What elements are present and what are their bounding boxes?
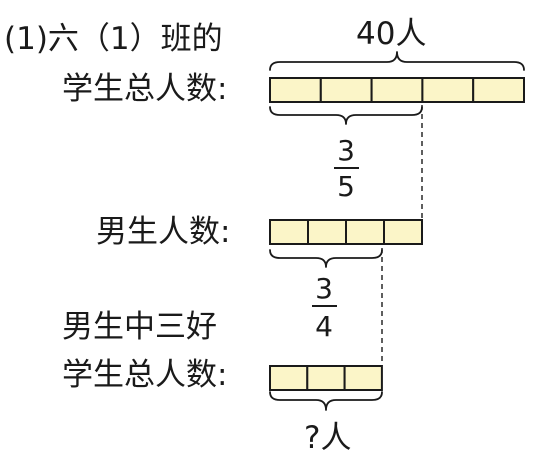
total-bar-segment <box>472 77 526 103</box>
total-label-line2: 学生总人数: <box>62 71 227 107</box>
good-students-bar-segment <box>269 365 309 391</box>
good-students-fraction-denominator: 4 <box>315 310 333 343</box>
boys-bar-segment <box>345 219 385 245</box>
good-students-fraction-brace <box>269 249 383 268</box>
boys-bar-segment <box>383 219 423 245</box>
boys-fraction-brace <box>269 106 423 125</box>
total-bar <box>269 77 526 103</box>
good-students-bar-segment <box>306 365 346 391</box>
boys-label: 男生人数: <box>96 214 230 250</box>
good-students-label-line2: 学生总人数: <box>62 357 227 393</box>
total-top-brace <box>269 51 525 71</box>
good-students-fraction-numerator: 3 <box>315 272 333 305</box>
total-value-label: 40人 <box>356 16 426 52</box>
boys-fraction-denominator: 5 <box>337 170 355 203</box>
good-students-unknown-brace <box>269 391 383 411</box>
good-students-bar-segment <box>343 365 383 391</box>
total-bar-segment <box>370 77 424 103</box>
total-label-line1: (1)六（1）班的 <box>4 21 223 57</box>
total-bar-segment <box>319 77 373 103</box>
unknown-value-label: ?人 <box>304 420 351 456</box>
boys-bar-segment <box>307 219 347 245</box>
boys-bar <box>269 219 423 245</box>
boys-bar-segment <box>269 219 309 245</box>
total-bar-segment <box>269 77 322 103</box>
good-students-bar <box>269 365 383 391</box>
total-bar-segment <box>421 77 475 103</box>
boys-fraction-numerator: 3 <box>337 134 355 167</box>
good-students-label-line1: 男生中三好 <box>62 309 217 345</box>
